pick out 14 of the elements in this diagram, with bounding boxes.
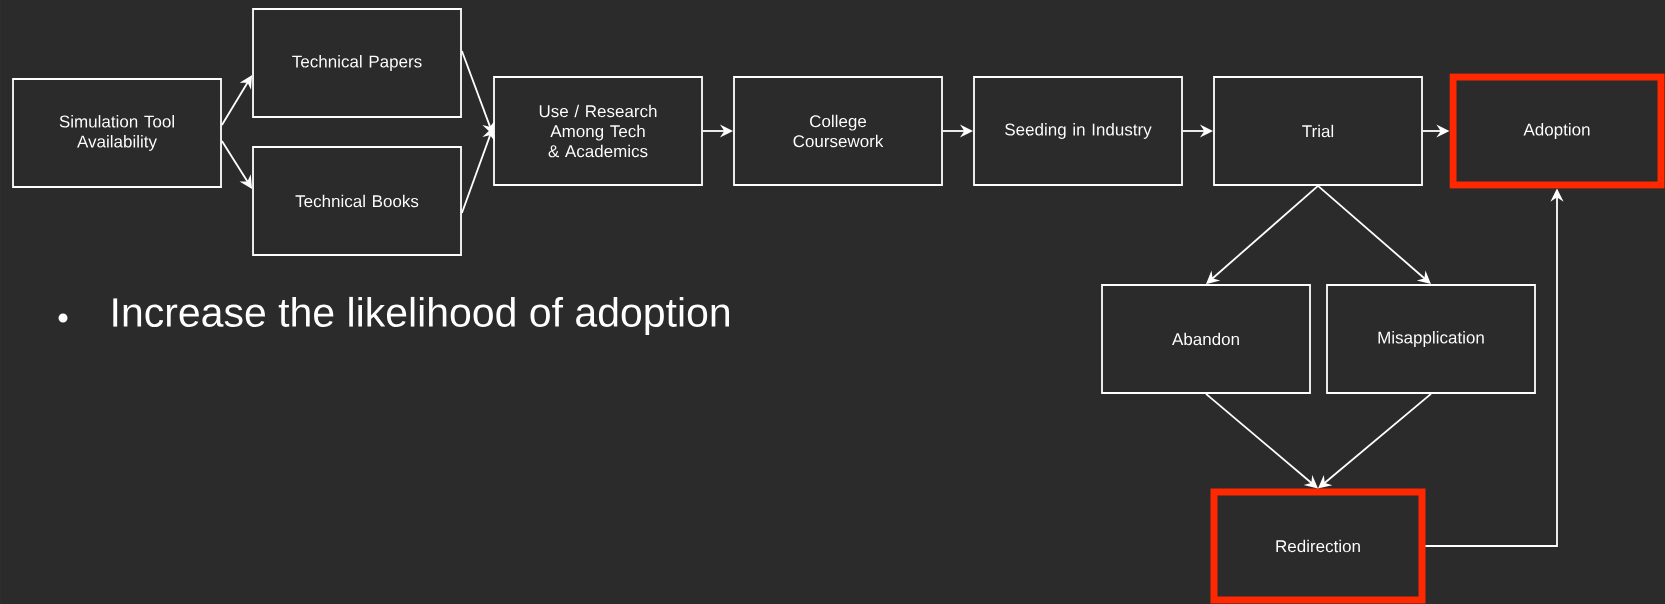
arrow [1205, 393, 1318, 489]
process-box: Use / Research Among Tech & Academics [493, 76, 703, 186]
arrow [1318, 393, 1432, 489]
process-box: College Coursework [733, 76, 943, 186]
process-box: Seeding in Industry [973, 76, 1183, 186]
process-box: Abandon [1101, 284, 1311, 394]
process-box: Simulation Tool Availability [12, 78, 222, 188]
bullet-text: Increase the likelihood of adoption [113, 296, 729, 336]
highlighted-box: Adoption [1449, 73, 1665, 189]
process-box: Technical Books [252, 146, 462, 256]
highlighted-box: Redirection [1210, 488, 1426, 604]
process-box: Misapplication [1326, 284, 1536, 394]
process-box: Trial [1213, 76, 1423, 186]
process-box: Technical Papers [252, 8, 462, 118]
